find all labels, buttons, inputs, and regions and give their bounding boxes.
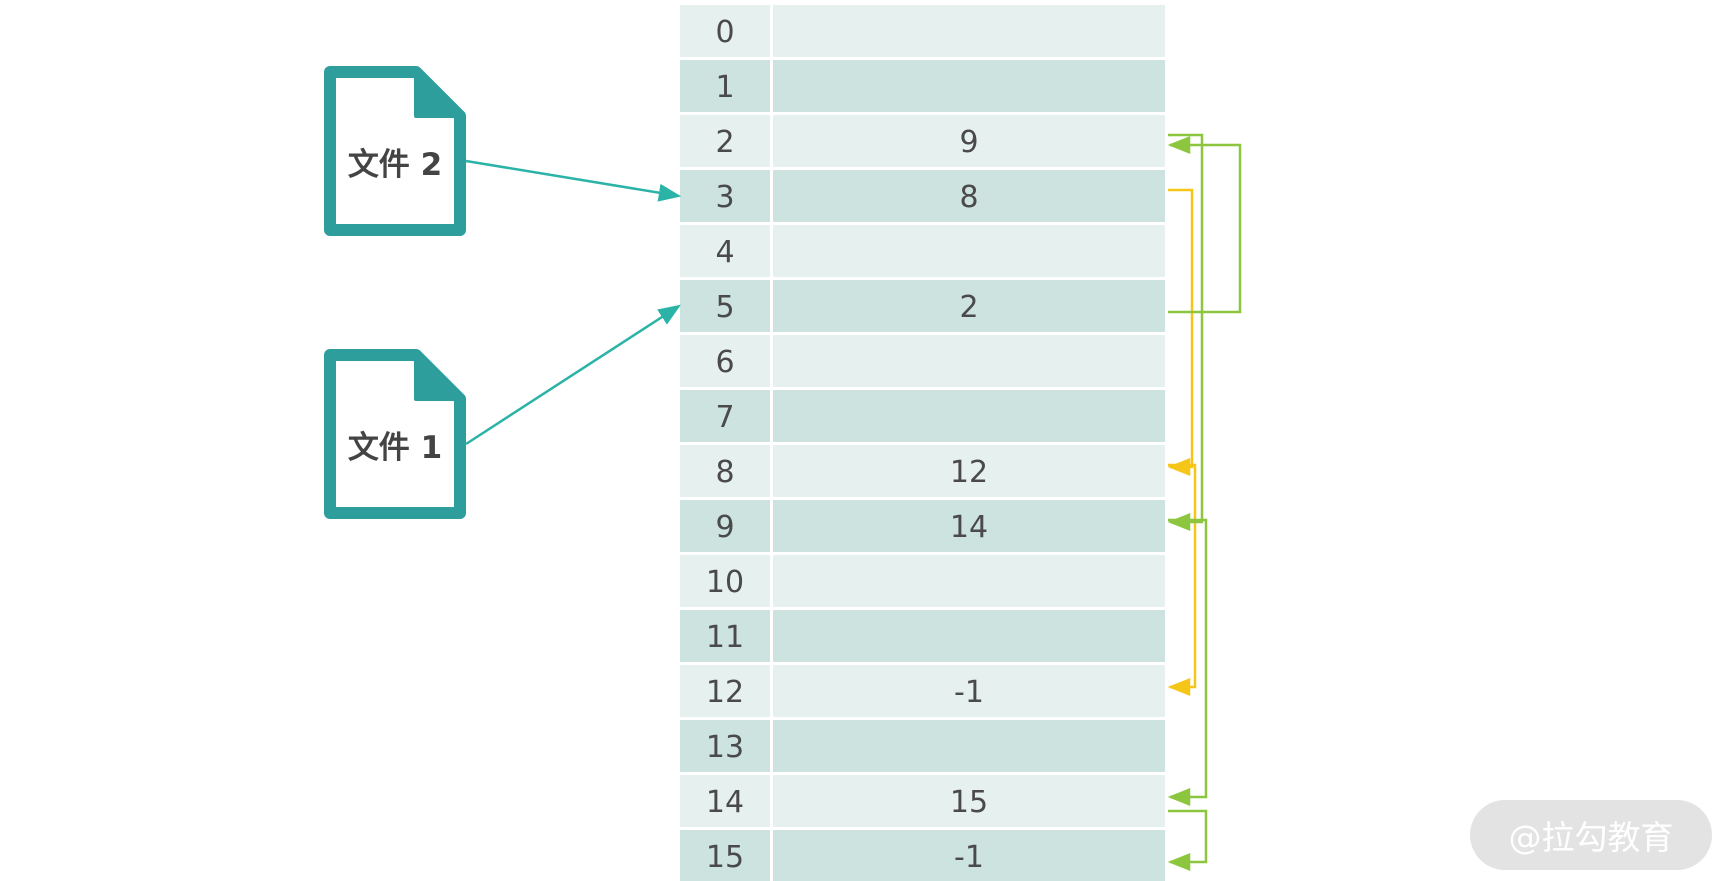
table-row: 7 <box>680 390 1165 442</box>
file-name: 文件 1 <box>348 430 442 466</box>
row-value-cell <box>773 500 1165 552</box>
row-index-label: 15 <box>706 840 744 875</box>
row-index-cell <box>680 555 770 607</box>
row-index-label: 1 <box>715 70 734 105</box>
row-index-cell <box>680 280 770 332</box>
row-index-label: 7 <box>715 400 734 435</box>
row-value-cell <box>773 665 1165 717</box>
file-icon: 文件 2 <box>324 66 466 236</box>
table-row: 1 <box>680 60 1165 112</box>
row-next-block-value: -1 <box>954 840 984 875</box>
row-value-cell <box>773 555 1165 607</box>
file-start-pointer <box>465 304 681 446</box>
row-index-label: 12 <box>706 675 744 710</box>
row-index-cell <box>680 390 770 442</box>
table-row: 15 -1 <box>680 830 1165 881</box>
row-value-cell <box>773 280 1165 332</box>
page-fold-icon <box>414 353 462 401</box>
chain-connector <box>1167 463 1197 696</box>
row-next-block-value: 14 <box>950 510 988 545</box>
row-next-block-value: 15 <box>950 785 988 820</box>
row-index-cell <box>680 775 770 827</box>
row-index-cell <box>680 500 770 552</box>
row-index-cell <box>680 830 770 881</box>
chain-connector <box>1167 518 1208 806</box>
row-index-label: 2 <box>715 125 734 160</box>
row-index-cell <box>680 720 770 772</box>
chain-connector <box>1167 136 1242 314</box>
row-value-cell <box>773 115 1165 167</box>
file-name: 文件 2 <box>348 147 442 183</box>
row-value-cell <box>773 335 1165 387</box>
row-index-cell <box>680 610 770 662</box>
row-index-cell <box>680 5 770 57</box>
block-chains <box>1167 133 1242 871</box>
chain-connector <box>1167 809 1208 871</box>
row-index-cell <box>680 445 770 497</box>
table-row: 14 15 <box>680 775 1165 827</box>
table-row: 8 12 <box>680 445 1165 497</box>
row-index-label: 3 <box>715 180 734 215</box>
row-value-cell <box>773 170 1165 222</box>
row-next-block-value: 8 <box>959 180 978 215</box>
row-index-label: 11 <box>706 620 744 655</box>
file-icon: 文件 1 <box>324 349 466 519</box>
row-value-cell <box>773 610 1165 662</box>
table-row: 11 <box>680 610 1165 662</box>
row-index-label: 6 <box>715 345 734 380</box>
row-next-block-value: -1 <box>954 675 984 710</box>
row-value-cell <box>773 60 1165 112</box>
row-index-label: 10 <box>706 565 744 600</box>
table-row: 10 <box>680 555 1165 607</box>
table-row: 13 <box>680 720 1165 772</box>
row-next-block-value: 9 <box>959 125 978 160</box>
chain-connector <box>1167 188 1194 476</box>
row-index-label: 9 <box>715 510 734 545</box>
table-row: 4 <box>680 225 1165 277</box>
row-index-cell <box>680 115 770 167</box>
row-index-cell <box>680 665 770 717</box>
row-value-cell <box>773 830 1165 881</box>
row-value-cell <box>773 775 1165 827</box>
row-value-cell <box>773 5 1165 57</box>
table-row: 12 -1 <box>680 665 1165 717</box>
watermark: @拉勾教育 <box>1470 800 1712 870</box>
file-entries: 文件 2 文件 1 <box>324 66 682 519</box>
row-index-label: 0 <box>715 15 734 50</box>
row-index-cell <box>680 60 770 112</box>
row-index-label: 14 <box>706 785 744 820</box>
row-value-cell <box>773 390 1165 442</box>
table-row: 6 <box>680 335 1165 387</box>
row-index-label: 4 <box>715 235 734 270</box>
chain-connector <box>1167 133 1204 531</box>
table-row: 0 <box>680 5 1165 57</box>
row-index-cell <box>680 170 770 222</box>
row-value-cell <box>773 225 1165 277</box>
row-index-label: 5 <box>715 290 734 325</box>
row-index-cell <box>680 335 770 387</box>
page-fold-icon <box>414 70 462 118</box>
row-index-label: 8 <box>715 455 734 490</box>
table-row: 9 14 <box>680 500 1165 552</box>
row-next-block-value: 2 <box>959 290 978 325</box>
file-start-pointer <box>465 159 682 202</box>
row-value-cell <box>773 445 1165 497</box>
row-value-cell <box>773 720 1165 772</box>
row-next-block-value: 12 <box>950 455 988 490</box>
row-index-label: 13 <box>706 730 744 765</box>
row-index-cell <box>680 225 770 277</box>
